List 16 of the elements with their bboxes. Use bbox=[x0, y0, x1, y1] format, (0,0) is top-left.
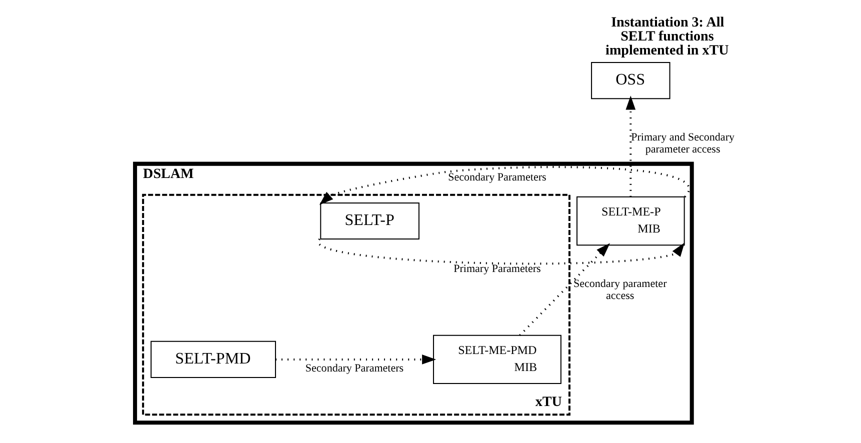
arrow bbox=[275, 354, 436, 364]
diagram-title: Instantiation 3: All SELT functions implemented in xTU bbox=[605, 14, 728, 59]
arrow bbox=[518, 243, 610, 336]
arrow bbox=[625, 96, 636, 197]
edge-label: Secondary parameter access bbox=[572, 278, 666, 302]
edge-label: Secondary Parameters bbox=[304, 362, 404, 374]
edge-label: Primary Parameters bbox=[453, 262, 540, 275]
arrow bbox=[318, 238, 684, 265]
node-box: SELT-PMD bbox=[150, 340, 276, 378]
edge-label: Secondary Parameters bbox=[448, 172, 546, 184]
node-box: SELT-ME-PMD MIB bbox=[432, 334, 561, 384]
arrow bbox=[318, 166, 689, 205]
node-box: SELT-P bbox=[320, 202, 419, 240]
node-box: SELT-ME-P MIB bbox=[576, 196, 684, 246]
edge-label: Primary and Secondary parameter access bbox=[630, 132, 734, 156]
node-box: OSS bbox=[590, 62, 670, 100]
